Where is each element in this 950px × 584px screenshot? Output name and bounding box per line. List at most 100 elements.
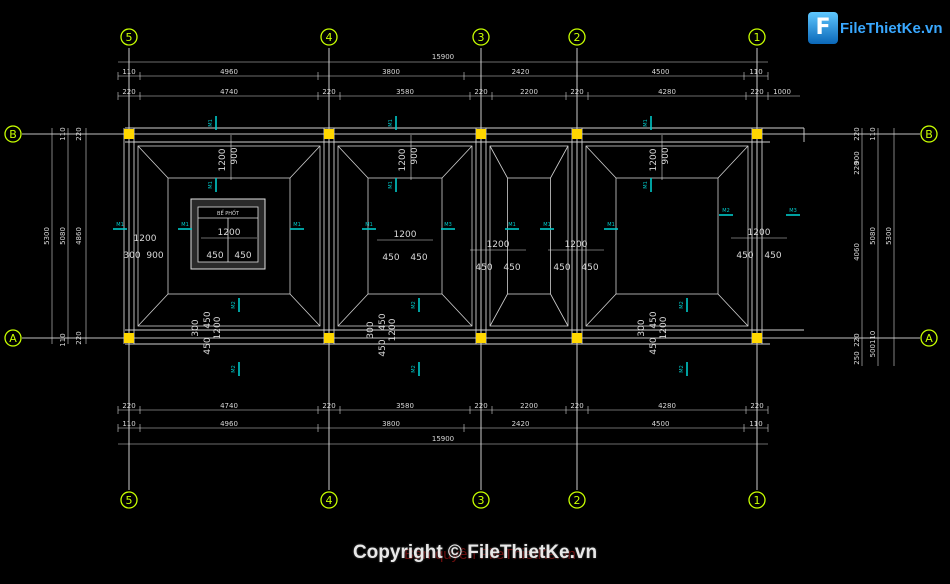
detail-dim-text: 450	[503, 263, 520, 273]
section-label: M1	[116, 222, 124, 228]
section-label: M1	[181, 222, 189, 228]
grid-bubble	[320, 491, 338, 509]
grid-bubble	[748, 491, 766, 509]
dim-text: 5080	[59, 227, 67, 245]
grid-bubble-label: A	[925, 332, 933, 345]
footing-slope	[137, 145, 169, 179]
dim-text: 110	[59, 333, 67, 346]
grid-bubble	[472, 28, 490, 46]
section-label: M1	[365, 222, 373, 228]
dim-text: 220	[474, 402, 487, 410]
footing-outline	[489, 145, 569, 327]
column	[572, 333, 582, 343]
section-label: M1	[293, 222, 301, 228]
column	[124, 333, 134, 343]
footing-slope	[489, 293, 508, 327]
dim-text: 4740	[220, 88, 238, 96]
dim-text: 220	[322, 88, 335, 96]
dim-text: 3580	[396, 402, 414, 410]
grid-bubble-label: 4	[326, 494, 333, 507]
section-label: M1	[643, 181, 649, 189]
footing-base	[167, 177, 291, 295]
grid-bubble-label: 2	[574, 31, 581, 44]
detail-dim-text: 1200	[659, 316, 669, 339]
dim-text: 4740	[220, 402, 238, 410]
grid-bubble-label: 3	[478, 494, 485, 507]
dim-text: 110	[869, 127, 877, 140]
detail-dim-text: 450	[649, 337, 659, 354]
column	[752, 129, 762, 139]
dim-text: 250	[853, 351, 861, 364]
dim-text: 2200	[520, 88, 538, 96]
detail-dim-text: 1200	[218, 228, 241, 238]
detail-dim-text: 1200	[134, 234, 157, 244]
column	[324, 129, 334, 139]
footing-slope	[289, 293, 321, 327]
footing-slope	[585, 145, 617, 179]
grid-bubble-label: 2	[574, 494, 581, 507]
dim-text: 220	[75, 331, 83, 344]
watermark-text: Bản quyền FileThietKe.vn	[404, 546, 576, 563]
detail-dim-text: 450	[203, 311, 213, 328]
column	[476, 129, 486, 139]
detail-dim-text: 450	[203, 337, 213, 354]
grid-lines	[22, 48, 920, 490]
grid-bubble	[920, 125, 938, 143]
overall-dim-bottom: 15900	[432, 435, 454, 443]
dim-text: 4280	[658, 402, 676, 410]
section-label: M2	[411, 365, 417, 373]
detail-dim-text: 300	[191, 319, 201, 336]
dim-text: 220	[570, 402, 583, 410]
grid-bubble-label: 1	[754, 494, 761, 507]
detail-dim-text: 450	[410, 253, 427, 263]
detail-dim-text: 300	[123, 251, 140, 261]
dim-text: 3800	[382, 68, 400, 76]
footing-outline	[585, 145, 749, 327]
section-label: M1	[508, 222, 516, 228]
detail-dim-text: 450	[378, 339, 388, 356]
section-label: M1	[208, 181, 214, 189]
section-label: M2	[679, 365, 685, 373]
dim-text: 4500	[652, 420, 670, 428]
grid-bubble-label: 5	[126, 31, 133, 44]
detail-dim-text: 900	[410, 147, 420, 164]
foundation-structure: BỂ PHỐT	[123, 127, 805, 345]
detail-dim-text: 450	[553, 263, 570, 273]
septic-tank-label: BỂ PHỐT	[217, 209, 240, 217]
grid-bubble	[120, 491, 138, 509]
dim-text: 3580	[396, 88, 414, 96]
section-label: M2	[231, 301, 237, 309]
footing-slope	[717, 145, 749, 179]
dim-text: 500110	[869, 331, 877, 358]
dim-text: 2420	[512, 420, 530, 428]
grid-bubble-label: B	[925, 128, 933, 141]
dim-text: 220	[75, 127, 83, 140]
grid-bubble	[4, 329, 22, 347]
section-label: M1	[388, 119, 394, 127]
column	[572, 129, 582, 139]
detail-dim-text: 1200	[649, 148, 659, 171]
overhang-dim: 1000	[773, 88, 791, 96]
column	[324, 333, 334, 343]
footing-slope	[585, 293, 617, 327]
detail-dim-text: 900	[230, 147, 240, 164]
grid-bubble-label: 3	[478, 31, 485, 44]
footing-slope	[550, 293, 569, 327]
detail-dim-text: 450	[234, 251, 251, 261]
detail-dim-text: 900	[146, 251, 163, 261]
grid-bubble-label: B	[9, 128, 17, 141]
grid-bubble	[472, 491, 490, 509]
grid-bubble	[320, 28, 338, 46]
detail-dim-text: 450	[649, 311, 659, 328]
detail-dim-text: 300	[637, 319, 647, 336]
logo-icon: F	[808, 12, 838, 44]
footing-slope	[441, 145, 473, 179]
footing-slope	[489, 145, 508, 179]
section-label: M1	[607, 222, 615, 228]
dim-text: 220	[750, 402, 763, 410]
section-label: M2	[411, 301, 417, 309]
grid-bubble	[748, 28, 766, 46]
